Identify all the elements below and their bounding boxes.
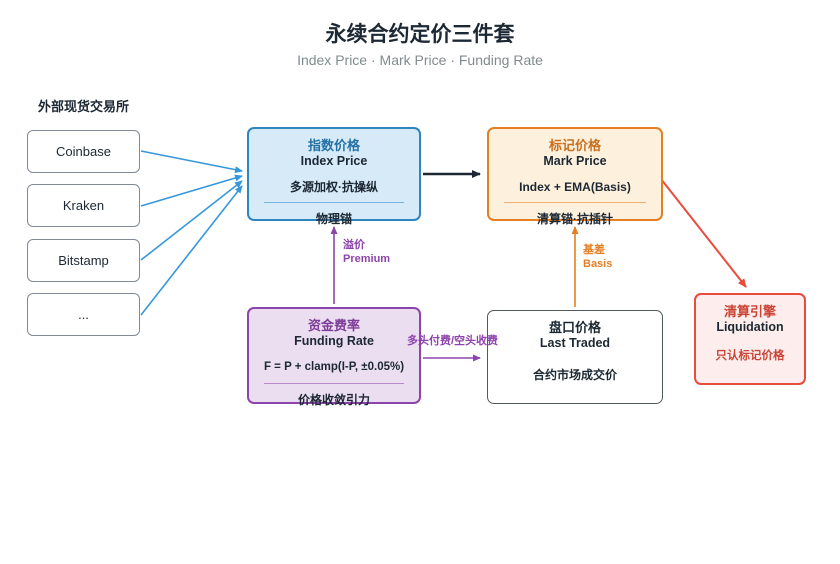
mark-price-node: 标记价格 Mark Price Index + EMA(Basis) 清算锚·抗… xyxy=(487,127,663,226)
exchange-label: Kraken xyxy=(62,198,105,213)
liquidation-node: 清算引擎 Liquidation 只认标记价格 xyxy=(694,293,806,385)
divider xyxy=(264,202,404,204)
index-price-title-zh: 指数价格 xyxy=(307,138,360,153)
last-traded-title-en: Last Traded xyxy=(539,336,611,351)
divider xyxy=(264,382,404,384)
funding-rate-node: 资金费率 Funding Rate F = P + clamp(I-P, ±0.… xyxy=(247,307,421,407)
arrow-kraken-to-index xyxy=(140,174,243,207)
mark-price-footer: 清算锚·抗插针 xyxy=(537,212,613,227)
index-price-desc: 多源加权·抗操纵 xyxy=(290,179,378,194)
exchange-node-coinbase: Coinbase xyxy=(27,130,140,173)
liquidation-title-zh: 清算引擎 xyxy=(723,304,776,319)
basis-label-zh: 基差 xyxy=(583,244,605,256)
page-title: 永续合约定价三件套 xyxy=(325,23,515,46)
index-price-title-en: Index Price xyxy=(300,154,368,169)
funding-flow-arrow-label: 多头付费/空头收费 xyxy=(406,335,499,347)
arrow-mark-to-liquidation xyxy=(660,178,747,288)
liquidation-title-en: Liquidation xyxy=(716,320,784,335)
funding-rate-footer: 价格收敛引力 xyxy=(297,392,370,407)
last-traded-title-zh: 盘口价格 xyxy=(548,320,601,335)
exchange-label: Coinbase xyxy=(56,144,111,159)
exchange-node-bitstamp: Bitstamp xyxy=(27,239,140,282)
exchange-label: Bitstamp xyxy=(58,253,109,268)
funding-rate-title-en: Funding Rate xyxy=(294,334,374,349)
liquidation-desc: 只认标记价格 xyxy=(715,349,785,362)
exchanges-group-label: 外部现货交易所 xyxy=(38,99,130,114)
divider xyxy=(504,202,646,204)
index-price-node: 指数价格 Index Price 多源加权·抗操纵 物理锚 xyxy=(247,127,421,226)
last-traded-desc: 合约市场成交价 xyxy=(532,367,617,382)
arrow-bitstamp-to-index xyxy=(140,180,243,261)
funding-rate-title-zh: 资金费率 xyxy=(307,318,360,333)
exchange-node-other: ... xyxy=(27,293,140,336)
premium-label-en: Premium xyxy=(343,253,391,266)
basis-arrow-label: 基差 Basis xyxy=(583,243,612,272)
index-price-footer: 物理锚 xyxy=(315,212,352,227)
arrow-coinbase-to-index xyxy=(140,150,243,174)
exchange-node-kraken: Kraken xyxy=(27,184,140,227)
last-traded-node: 盘口价格 Last Traded 合约市场成交价 xyxy=(487,310,663,404)
arrow-other-to-index xyxy=(140,185,243,316)
mark-price-desc: Index + EMA(Basis) xyxy=(519,179,631,194)
funding-rate-formula: F = P + clamp(I-P, ±0.05%) xyxy=(263,360,405,373)
premium-arrow-label: 溢价 Premium xyxy=(343,238,390,267)
mark-price-title-en: Mark Price xyxy=(543,154,607,169)
mark-price-title-zh: 标记价格 xyxy=(548,138,601,153)
page-subtitle: Index Price · Mark Price · Funding Rate xyxy=(297,52,543,68)
exchange-label: ... xyxy=(78,307,89,322)
basis-label-en: Basis xyxy=(583,258,613,271)
premium-label-zh: 溢价 xyxy=(343,239,365,251)
